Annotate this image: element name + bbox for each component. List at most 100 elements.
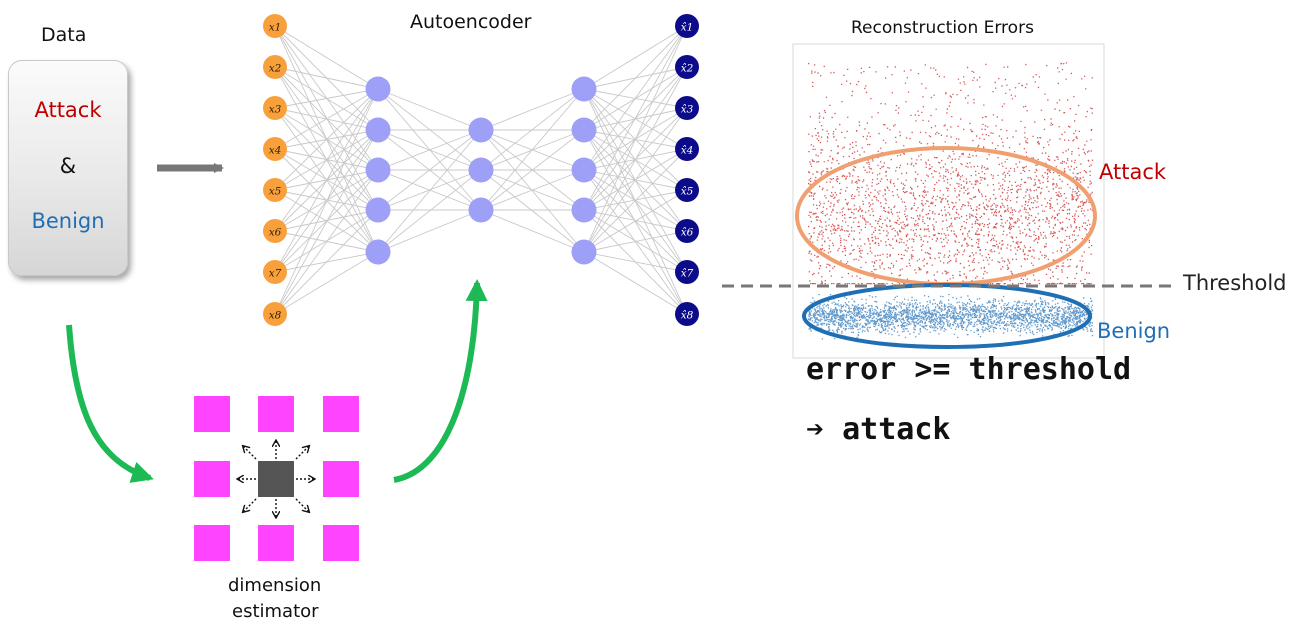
decision-rule-line2: ➔ attack bbox=[806, 412, 951, 447]
network-edge bbox=[274, 209, 379, 273]
network-edge bbox=[583, 251, 688, 315]
network-edge bbox=[583, 148, 688, 253]
estimator-neighbor-cell bbox=[258, 525, 294, 561]
estimator-neighbor-cell bbox=[194, 461, 230, 497]
network-edge bbox=[274, 251, 379, 315]
network-edge bbox=[274, 88, 379, 232]
decision-rule-line1: error >= threshold bbox=[806, 352, 1132, 387]
output-node-label: x̂7 bbox=[681, 268, 694, 280]
network-edge bbox=[480, 129, 585, 211]
hidden-node bbox=[571, 197, 597, 223]
hidden-node bbox=[571, 76, 597, 102]
benign-ellipse bbox=[802, 283, 1092, 349]
network-edge bbox=[583, 66, 688, 253]
network-edge bbox=[274, 66, 379, 90]
network-edge bbox=[583, 189, 688, 253]
network-edge bbox=[274, 88, 379, 150]
dimension-estimator-label-line1: dimension bbox=[228, 575, 322, 596]
network-edge bbox=[583, 251, 688, 273]
network-edge bbox=[377, 88, 482, 211]
network-edge bbox=[480, 88, 585, 211]
network-edge bbox=[274, 148, 379, 211]
output-node-label: x̂2 bbox=[681, 63, 694, 75]
network-edge bbox=[480, 129, 585, 253]
output-node bbox=[675, 178, 699, 202]
data-attack-label: Attack bbox=[34, 98, 102, 122]
estimator-to-autoencoder-arrow bbox=[393, 279, 488, 483]
data-ampersand: & bbox=[59, 154, 77, 178]
network-edge bbox=[377, 169, 482, 211]
dimension-estimator-label-line2: estimator bbox=[232, 601, 319, 622]
network-edge bbox=[583, 25, 688, 253]
network-edge bbox=[583, 25, 688, 131]
network-edge bbox=[274, 88, 379, 273]
network-edges bbox=[274, 25, 688, 315]
hidden-node bbox=[365, 76, 391, 102]
input-node bbox=[263, 302, 287, 326]
network-edge bbox=[583, 25, 688, 90]
input-node bbox=[263, 219, 287, 243]
network-edge bbox=[583, 25, 688, 211]
network-edge bbox=[583, 25, 688, 171]
data-benign-label: Benign bbox=[31, 209, 105, 233]
dimension-estimator-grid bbox=[194, 396, 359, 561]
network-edge bbox=[480, 169, 585, 253]
hidden-node bbox=[571, 157, 597, 183]
network-edge bbox=[274, 88, 379, 109]
hidden-node bbox=[571, 239, 597, 265]
network-edge bbox=[377, 169, 482, 253]
estimator-neighbor-cell bbox=[258, 396, 294, 432]
network-edge bbox=[480, 169, 585, 211]
network-edge bbox=[274, 169, 379, 273]
attack-cluster-label: Attack bbox=[1099, 160, 1167, 184]
network-edge bbox=[583, 107, 688, 253]
estimator-direction-arrow bbox=[295, 498, 309, 512]
hidden-node bbox=[571, 117, 597, 143]
hidden-node bbox=[365, 239, 391, 265]
estimator-neighbor-cell bbox=[194, 525, 230, 561]
benign-scatter-points bbox=[808, 294, 1094, 341]
network-edge bbox=[274, 209, 379, 315]
output-node-label: x̂4 bbox=[681, 145, 694, 157]
estimator-direction-arrow bbox=[243, 498, 257, 512]
network-edge bbox=[274, 25, 379, 90]
input-node-label: x3 bbox=[269, 104, 282, 116]
input-node bbox=[263, 96, 287, 120]
output-node bbox=[675, 219, 699, 243]
network-edge bbox=[583, 129, 688, 315]
network-edge bbox=[377, 209, 482, 253]
network-edge bbox=[274, 169, 379, 315]
hidden-node bbox=[468, 157, 494, 183]
scatter-points bbox=[808, 62, 1094, 341]
output-node-label: x̂8 bbox=[681, 310, 694, 322]
network-edge bbox=[583, 169, 688, 315]
network-edge bbox=[377, 88, 482, 131]
hidden-node bbox=[365, 197, 391, 223]
input-node bbox=[263, 260, 287, 284]
estimator-direction-arrow bbox=[295, 446, 309, 460]
output-node bbox=[675, 137, 699, 161]
network-edge bbox=[377, 129, 482, 253]
output-node bbox=[675, 260, 699, 284]
network-edge bbox=[274, 88, 379, 315]
input-node bbox=[263, 14, 287, 38]
input-node-label: x7 bbox=[269, 268, 282, 280]
input-node-label: x5 bbox=[269, 186, 282, 198]
input-node-label: x6 bbox=[269, 227, 282, 239]
data-title: Data bbox=[41, 24, 87, 46]
network-edge bbox=[480, 88, 585, 131]
benign-cluster-label: Benign bbox=[1097, 319, 1171, 343]
estimator-direction-arrow bbox=[243, 446, 257, 460]
output-node bbox=[675, 55, 699, 79]
estimator-neighbor-cell bbox=[194, 396, 230, 432]
output-node-label: x̂5 bbox=[681, 186, 694, 198]
network-edge bbox=[480, 209, 585, 253]
data-to-estimator-arrow bbox=[66, 324, 154, 483]
output-node-label: x̂6 bbox=[681, 227, 694, 239]
estimator-center-cell bbox=[258, 461, 294, 497]
estimator-neighbor-cell bbox=[323, 525, 359, 561]
network-edge bbox=[377, 88, 482, 171]
input-node-label: x4 bbox=[269, 145, 282, 157]
